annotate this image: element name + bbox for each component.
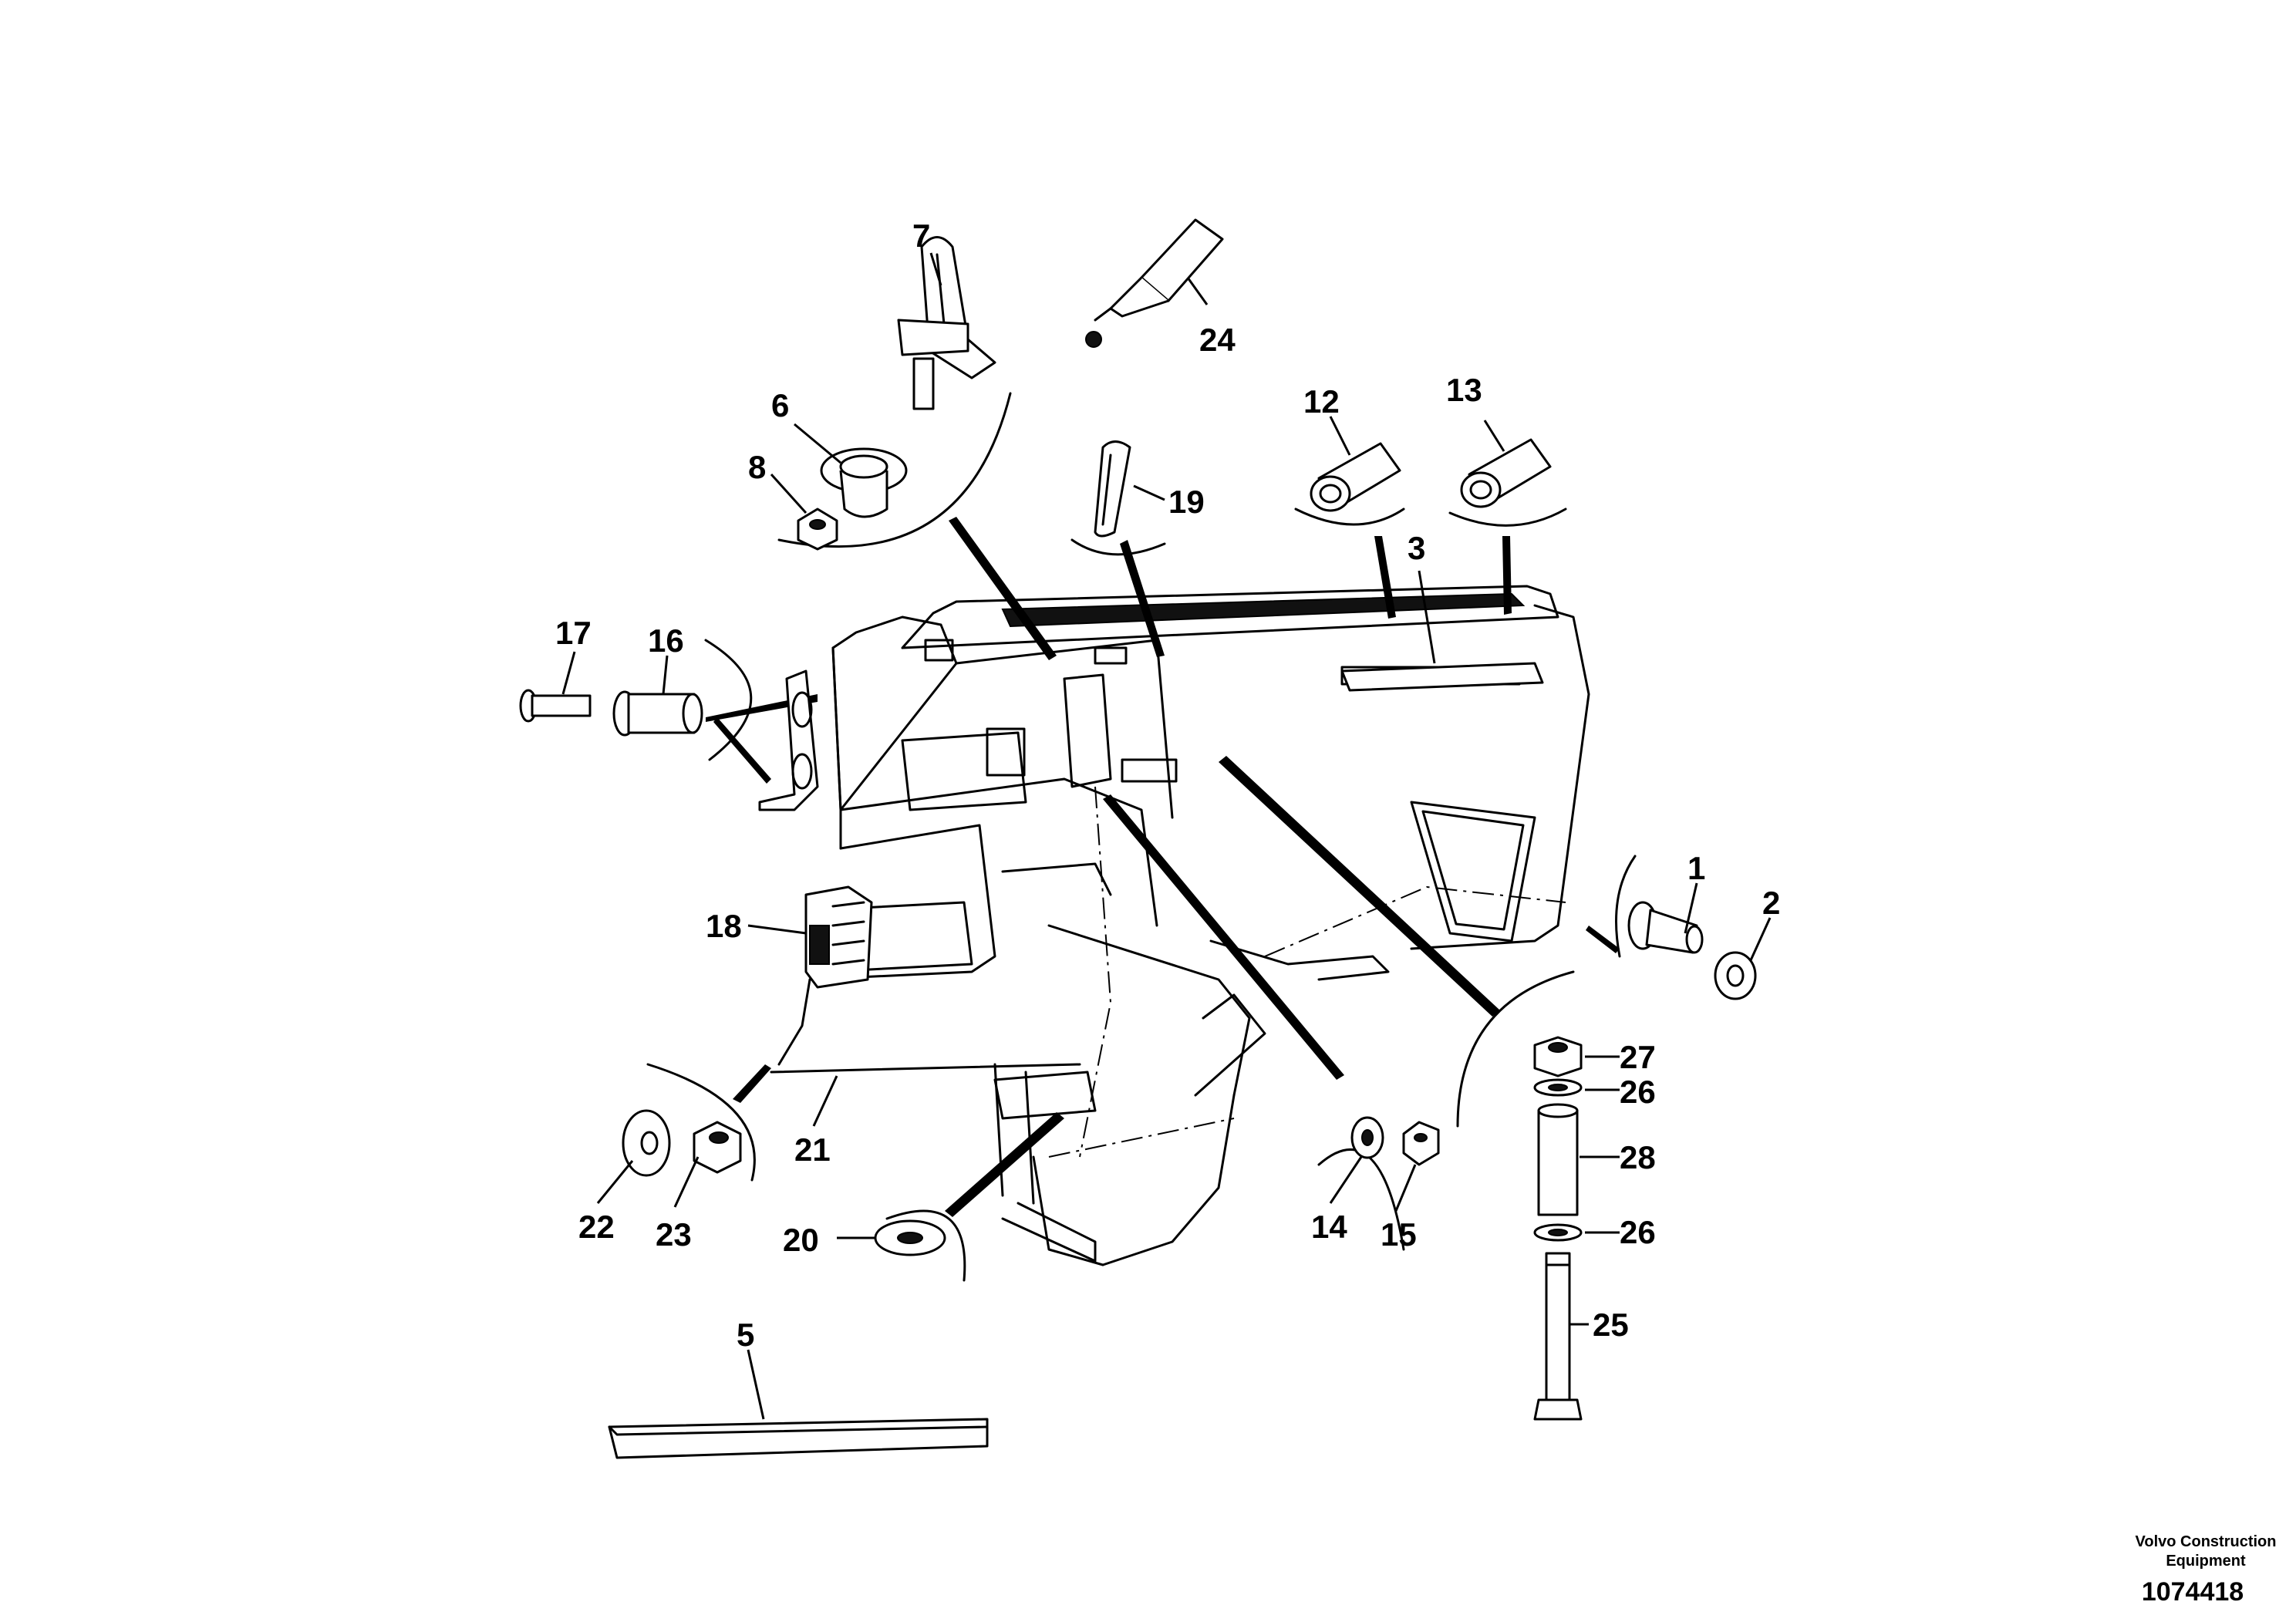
part-27-nut [1533, 1036, 1583, 1077]
part-8-nut [797, 508, 838, 551]
part-7-handle [897, 236, 996, 410]
part-14-washer [1350, 1116, 1384, 1159]
callout-24: 24 [1199, 322, 1236, 358]
callout-15: 15 [1381, 1216, 1417, 1253]
part-1-pin [1627, 901, 1704, 954]
callout-20: 20 [783, 1222, 819, 1258]
part-17-pin [519, 689, 592, 723]
part-24-tube [1085, 218, 1224, 348]
part-28-spacer [1537, 1103, 1579, 1216]
callout-3: 3 [1408, 530, 1425, 566]
part-13-tube [1460, 438, 1552, 508]
callout-16: 16 [648, 622, 684, 659]
hinge-bracket [758, 669, 819, 811]
detail-arcs [646, 392, 1637, 1282]
callout-12: 12 [1303, 383, 1340, 420]
part-3-strip [1340, 662, 1544, 692]
callout-17: 17 [555, 615, 592, 651]
part-22-washer [622, 1109, 671, 1177]
part-12-tube [1310, 442, 1401, 512]
callout-27: 27 [1620, 1039, 1656, 1075]
leader-lines [561, 252, 1772, 1420]
part-23-nut [693, 1121, 742, 1174]
part-19-clip [1094, 440, 1131, 538]
callout-28: 28 [1620, 1139, 1656, 1175]
part-26-washer-top [1533, 1078, 1583, 1097]
callout-26-bottom: 26 [1620, 1214, 1656, 1250]
credit-line-1: Volvo Construction [2136, 1533, 2277, 1550]
leader-wedges [706, 517, 1620, 1217]
part-5-pad [608, 1418, 989, 1459]
callout-23: 23 [656, 1216, 692, 1253]
part-26-washer-bottom [1533, 1223, 1583, 1242]
callout-19: 19 [1168, 484, 1205, 520]
callout-8: 8 [748, 449, 766, 485]
callout-7: 7 [912, 218, 930, 254]
callout-2: 2 [1762, 885, 1780, 921]
part-16-bushing [612, 690, 703, 737]
callout-21: 21 [794, 1131, 831, 1168]
callout-22: 22 [578, 1209, 615, 1245]
part-15-nut [1402, 1121, 1440, 1166]
callout-labels: 7 24 6 8 19 12 13 3 17 16 18 1 2 27 26 2… [555, 218, 1780, 1353]
callout-18: 18 [706, 908, 742, 944]
main-frame [770, 585, 1590, 1266]
callout-26-top: 26 [1620, 1074, 1656, 1110]
part-25-bolt [1533, 1252, 1583, 1421]
credit-block: Volvo Construction Equipment 1074418 [2136, 1533, 2277, 1607]
callout-25: 25 [1593, 1307, 1629, 1343]
callout-6: 6 [771, 387, 789, 423]
part-2-washer [1714, 951, 1757, 1000]
credit-line-2: Equipment [2166, 1553, 2246, 1570]
part-6-bushing [820, 447, 908, 518]
callout-5: 5 [737, 1317, 754, 1353]
callout-1: 1 [1687, 850, 1705, 886]
callout-14: 14 [1311, 1209, 1347, 1245]
callout-13: 13 [1446, 372, 1482, 408]
part-18-latch [804, 885, 873, 989]
reference-number: 1074418 [2142, 1577, 2244, 1607]
part-20-washer [874, 1219, 946, 1256]
